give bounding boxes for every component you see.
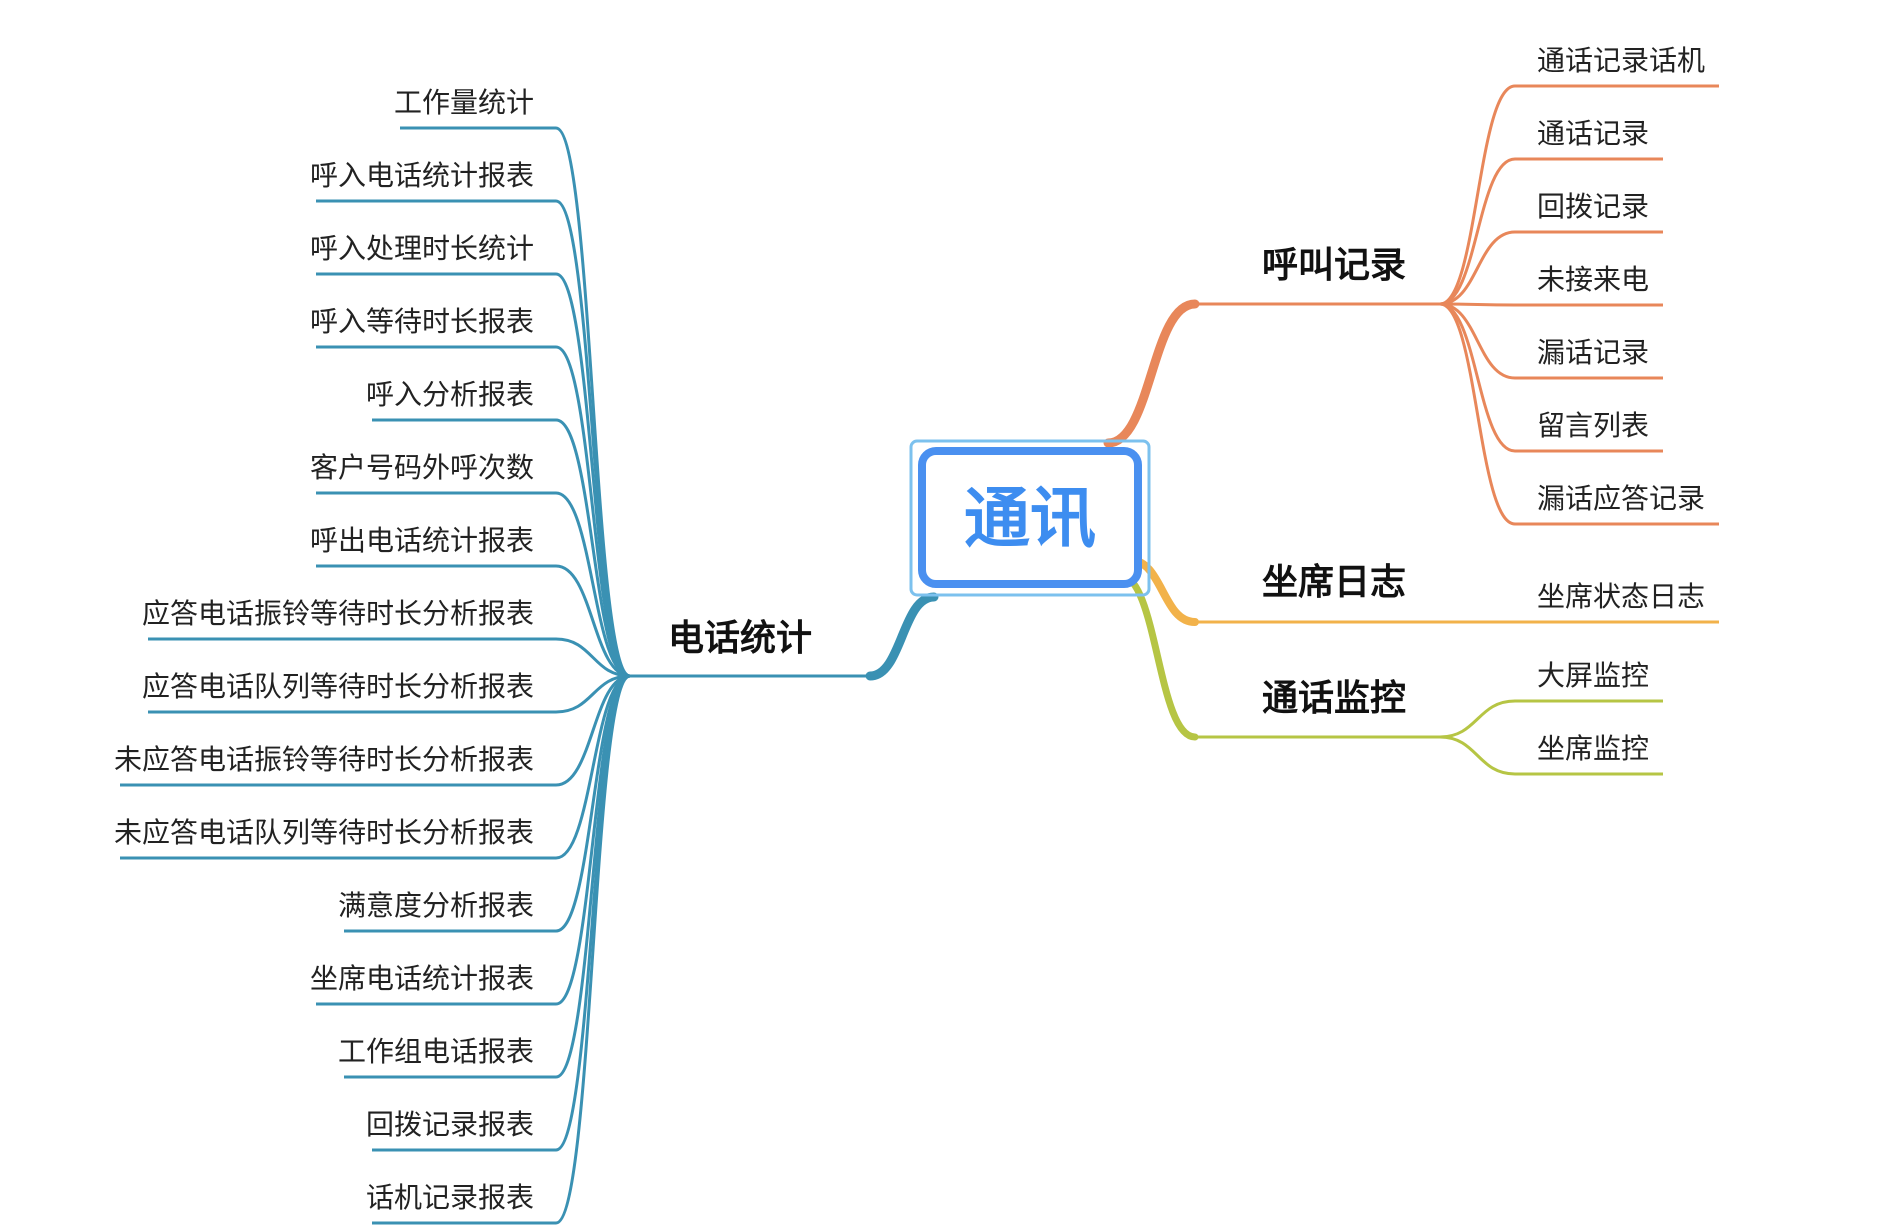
edge-root-phone_stats [865,592,939,681]
root-box [918,447,1142,588]
leaf-phone_stats-7-edge [554,637,632,678]
leaf-call_records-3[interactable]: 未接来电 [1537,263,1649,296]
leaf-phone_stats-0-edge [554,126,632,678]
leaf-phone_stats-13-edge [554,674,632,1079]
leaf-phone_stats-4-edge [554,418,632,678]
edge-root-call_records [1103,299,1200,448]
edge-root-call_monitor [1116,571,1199,741]
leaf-agent_log-0[interactable]: 坐席状态日志 [1537,580,1705,613]
leaf-phone_stats-14-edge [554,674,632,1152]
leaf-call_records-6-edge [1438,302,1517,526]
topic-underlines [120,84,1719,1225]
root-topic[interactable]: 通讯 [909,439,1151,597]
leaf-phone_stats-1[interactable]: 呼入电话统计报表 [310,159,534,192]
leaf-call_records-4-edge [1438,302,1517,380]
leaf-call_records-4[interactable]: 漏话记录 [1537,336,1649,369]
leaf-phone_stats-11-edge [554,674,632,933]
leaf-phone_stats-3-edge [554,345,632,678]
root-outer-frame [909,439,1151,597]
connector-lines [554,84,1517,1225]
leaf-call_records-5-edge [1438,302,1517,453]
leaf-phone_stats-7[interactable]: 应答电话振铃等待时长分析报表 [142,597,534,630]
leaf-phone_stats-2-edge [554,272,632,678]
leaf-phone_stats-0[interactable]: 工作量统计 [394,86,534,119]
leaf-call_records-0-edge [1438,84,1517,306]
leaf-phone_stats-5-edge [554,491,632,678]
leaf-call_records-5[interactable]: 留言列表 [1537,409,1649,442]
leaf-phone_stats-9[interactable]: 未应答电话振铃等待时长分析报表 [114,743,534,776]
leaf-phone_stats-11[interactable]: 满意度分析报表 [338,889,534,922]
leaf-call_monitor-1[interactable]: 坐席监控 [1537,732,1649,765]
leaf-phone_stats-1-edge [554,199,632,678]
leaf-call_monitor-1-edge [1438,735,1517,776]
leaf-phone_stats-8[interactable]: 应答电话队列等待时长分析报表 [142,670,534,703]
leaf-call_monitor-0-edge [1438,699,1517,739]
leaf-phone_stats-15[interactable]: 话机记录报表 [366,1181,534,1214]
branch-phone_stats[interactable]: 电话统计 [668,618,812,659]
leaf-phone_stats-6[interactable]: 呼出电话统计报表 [310,524,534,557]
branch-call_records[interactable]: 呼叫记录 [1262,245,1406,286]
root-label: 通讯 [964,480,1096,557]
leaf-phone_stats-10[interactable]: 未应答电话队列等待时长分析报表 [114,816,534,849]
leaf-call_records-6[interactable]: 漏话应答记录 [1537,482,1705,515]
leaf-call_records-2[interactable]: 回拨记录 [1537,190,1649,223]
leaf-call_monitor-0[interactable]: 大屏监控 [1537,659,1649,692]
branch-agent_log[interactable]: 坐席日志 [1262,562,1406,603]
leaf-phone_stats-6-edge [554,564,632,678]
leaf-call_records-0[interactable]: 通话记录话机 [1537,44,1705,77]
leaf-phone_stats-10-edge [554,674,632,860]
leaf-call_records-1-edge [1438,157,1517,306]
leaf-call_records-3-edge [1438,302,1517,307]
leaf-phone_stats-5[interactable]: 客户号码外呼次数 [310,451,534,484]
leaf-phone_stats-8-edge [554,674,632,714]
leaf-phone_stats-4[interactable]: 呼入分析报表 [366,378,534,411]
leaf-phone_stats-13[interactable]: 工作组电话报表 [338,1035,534,1068]
leaf-phone_stats-9-edge [554,674,632,787]
leaf-call_records-1[interactable]: 通话记录 [1537,117,1649,150]
leaf-phone_stats-3[interactable]: 呼入等待时长报表 [310,305,534,338]
leaf-call_records-2-edge [1438,230,1517,306]
leaf-phone_stats-2[interactable]: 呼入处理时长统计 [310,232,534,265]
branch-call_monitor[interactable]: 通话监控 [1262,678,1406,719]
leaf-phone_stats-14[interactable]: 回拨记录报表 [366,1108,534,1141]
leaf-phone_stats-12[interactable]: 坐席电话统计报表 [310,962,534,995]
topic-labels: 呼叫记录 通话记录话机通话记录回拨记录未接来电漏话记录留言列表漏话应答记录坐席日志… [114,44,1705,1214]
leaf-phone_stats-15-edge [554,674,632,1225]
